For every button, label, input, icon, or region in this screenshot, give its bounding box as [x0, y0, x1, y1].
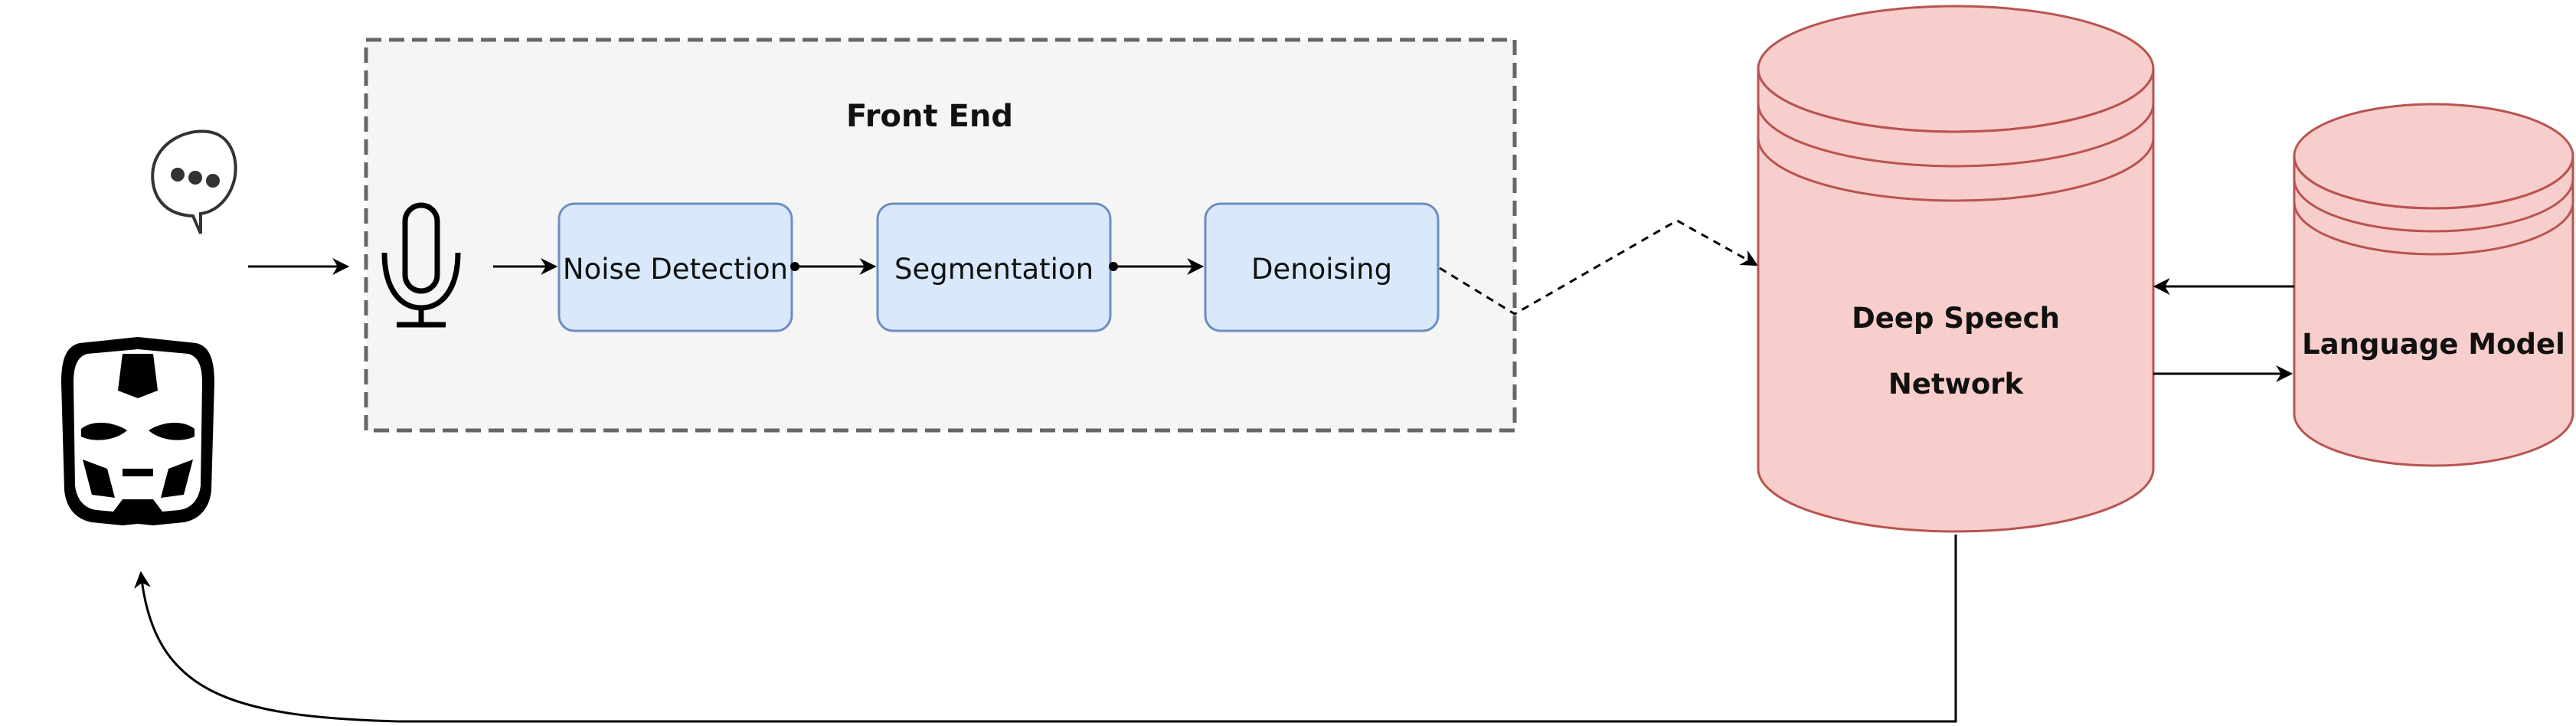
iron-mask-icon — [61, 337, 214, 525]
frontend-title: Front End — [846, 99, 1013, 134]
speech-bubble-icon — [151, 129, 237, 234]
process-label: Noise Detection — [563, 253, 788, 286]
arrow-denoising-to-network — [1439, 219, 1758, 316]
language-model-label: Language Model — [2302, 328, 2565, 361]
language-model-cylinder: Language Model — [2293, 103, 2574, 467]
process-segmentation: Segmentation — [876, 202, 1112, 332]
arrow-network-to-user — [134, 535, 1957, 723]
microphone-icon — [381, 202, 461, 328]
network-lm-connectors — [2153, 278, 2294, 382]
network-label-line1: Deep Speech — [1852, 302, 2060, 335]
process-noise-detection: Noise Detection — [557, 202, 793, 332]
process-label: Denoising — [1251, 253, 1392, 286]
network-label-line2: Network — [1888, 368, 2025, 401]
process-denoising: Denoising — [1204, 202, 1440, 332]
connectors — [248, 219, 1758, 316]
feedback-connector — [134, 535, 1957, 723]
process-label: Segmentation — [894, 253, 1093, 286]
deep-speech-network-cylinder: Deep Speech Network — [1757, 5, 2155, 533]
